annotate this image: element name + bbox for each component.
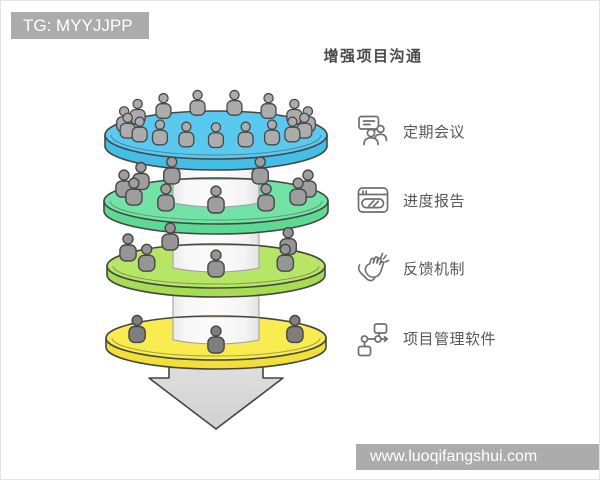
person-figure — [207, 185, 225, 214]
person-figure — [237, 121, 254, 148]
legend-item-progress-report: 进度报告 — [353, 180, 465, 220]
person-figure — [276, 243, 295, 272]
person-figure — [207, 249, 225, 278]
legend-item-regular-meetings: 定期会议 — [353, 111, 465, 151]
person-figure — [163, 156, 181, 185]
person-figure — [151, 119, 169, 146]
legend-label-regular-meetings: 定期会议 — [403, 123, 466, 141]
meeting-chat-icon — [353, 111, 393, 151]
watermark-website-badge: www.luoqifangshui.com — [356, 444, 599, 470]
person-figure — [286, 314, 304, 344]
person-figure — [207, 325, 225, 354]
person-figure — [137, 243, 156, 272]
flowchart-icon — [353, 318, 393, 358]
legend-label-feedback: 反馈机制 — [403, 260, 466, 278]
person-figure — [189, 89, 206, 116]
person-figure — [284, 116, 301, 143]
person-figure — [226, 89, 243, 116]
person-figure — [257, 183, 275, 212]
person-figure — [157, 183, 175, 212]
person-figure — [119, 233, 137, 262]
diagram-title: 增强项目沟通 — [323, 48, 423, 65]
funnel-root — [103, 89, 329, 430]
clapping-hands-icon — [353, 248, 393, 288]
person-figure — [161, 222, 179, 251]
person-figure — [155, 92, 172, 119]
legend-label-pm-software: 项目管理软件 — [403, 330, 497, 348]
person-figure — [260, 92, 277, 119]
person-figure — [178, 121, 195, 148]
person-figure — [251, 156, 269, 185]
legend-item-pm-software: 项目管理软件 — [353, 318, 496, 358]
legend-label-progress-report: 进度报告 — [403, 192, 466, 210]
person-figure — [289, 177, 307, 206]
progress-report-icon — [353, 180, 393, 220]
person-figure — [125, 177, 143, 206]
person-figure — [131, 116, 148, 143]
person-figure — [207, 122, 225, 149]
person-figure — [263, 119, 281, 146]
watermark-telegram-badge: TG: MYYJJPP — [11, 12, 149, 39]
legend-item-feedback: 反馈机制 — [353, 248, 465, 288]
person-figure — [128, 314, 146, 344]
